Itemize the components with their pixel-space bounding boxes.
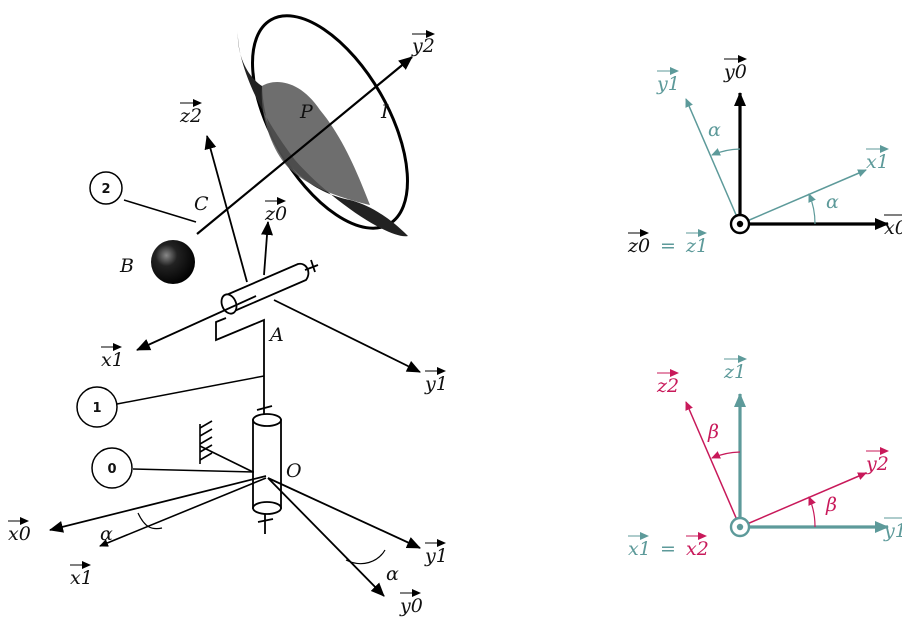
arc-alpha-right (345, 549, 386, 565)
label-x1: x1 (866, 151, 889, 173)
label-y1-upper: y1 (424, 373, 448, 395)
ground-hatch (199, 420, 254, 473)
diagram-frame1-to-frame2: z1 z2 β y2 β y1 x1 = x2 (628, 355, 902, 560)
dish-texture (261, 81, 370, 205)
part-label-2: 2 (101, 182, 110, 197)
counterweight-ball (151, 240, 195, 284)
axis-y1-lower-line (267, 477, 421, 549)
leader-2 (123, 199, 197, 223)
label-P: P (299, 101, 314, 123)
axis-x0-lower-line (49, 475, 267, 533)
axis-y2 (739, 472, 867, 528)
axis-y1-upper-line (273, 299, 421, 373)
label-x1-bottom: x1 (628, 538, 651, 560)
label-y1: y1 (656, 73, 680, 95)
axis-y1 (685, 98, 741, 225)
axis-z2-line (204, 135, 248, 283)
label-I: I (380, 101, 389, 123)
arc-alpha-top (711, 148, 741, 156)
part-marker-0: 0 (91, 447, 133, 489)
pivot-cylinder (220, 259, 319, 315)
label-C: C (194, 193, 209, 215)
label-alpha-right: α (386, 563, 399, 585)
arc-beta-right (808, 496, 816, 528)
antenna-sketch: 2 1 0 (49, 14, 421, 597)
axis-z0-short (261, 221, 274, 276)
label-z0-upper: z0 (264, 203, 287, 225)
label-alpha-left: α (100, 523, 113, 545)
leader-1 (116, 375, 265, 405)
left-labels: y2 z2 P I C z0 B A x1 y1 O x0 α x1 y1 α … (8, 30, 448, 617)
label-A: A (268, 324, 284, 346)
label-O: O (286, 460, 302, 482)
part-marker-1: 1 (76, 386, 118, 428)
label-z2: z2 (179, 105, 202, 127)
label-eq-top: = (660, 235, 676, 257)
axis-y0-lower-line (267, 477, 385, 597)
label-alpha-right-frame1: α (826, 191, 839, 213)
label-y1-bottom: y1 (883, 520, 902, 542)
arc-alpha-left (137, 512, 163, 530)
label-z2-right: z2 (656, 375, 679, 397)
label-B: B (119, 255, 134, 277)
arc-beta-top (711, 451, 741, 459)
label-z0: z0 (627, 235, 650, 257)
fork-link (215, 317, 265, 376)
label-y2-right: y2 (865, 453, 889, 475)
arc-alpha-right-frame1 (808, 193, 816, 225)
label-x0: x0 (884, 217, 902, 239)
label-x1-upper: x1 (101, 349, 124, 371)
leader-0 (132, 468, 255, 473)
label-y1-lower: y1 (424, 545, 448, 567)
label-y2: y2 (411, 35, 435, 57)
label-alpha-top: α (708, 119, 721, 141)
axis-x1-upper-line (136, 295, 257, 351)
label-beta-top: β (707, 421, 719, 443)
part-label-1: 1 (92, 401, 101, 416)
axis-z2 (685, 401, 741, 528)
vertical-cylinder (252, 376, 282, 534)
label-beta-right: β (825, 494, 837, 516)
label-z1-bottom: z1 (723, 361, 746, 383)
part-marker-2: 2 (89, 171, 123, 205)
axis-x1-lower-line (99, 477, 267, 547)
label-x0-lower: x0 (8, 523, 31, 545)
label-x2: x2 (686, 538, 709, 560)
label-y0: y0 (723, 61, 747, 83)
diagram-frame0-to-frame1: y0 y1 α x1 α x0 z0 = z1 (627, 55, 902, 257)
label-eq-bottom: = (660, 538, 676, 560)
label-x1-lower: x1 (70, 567, 93, 589)
label-y0-lower: y0 (399, 595, 423, 617)
label-z1: z1 (685, 235, 708, 257)
axis-x1 (739, 169, 867, 225)
part-label-0: 0 (107, 462, 116, 477)
axis-y2-line (196, 56, 413, 235)
